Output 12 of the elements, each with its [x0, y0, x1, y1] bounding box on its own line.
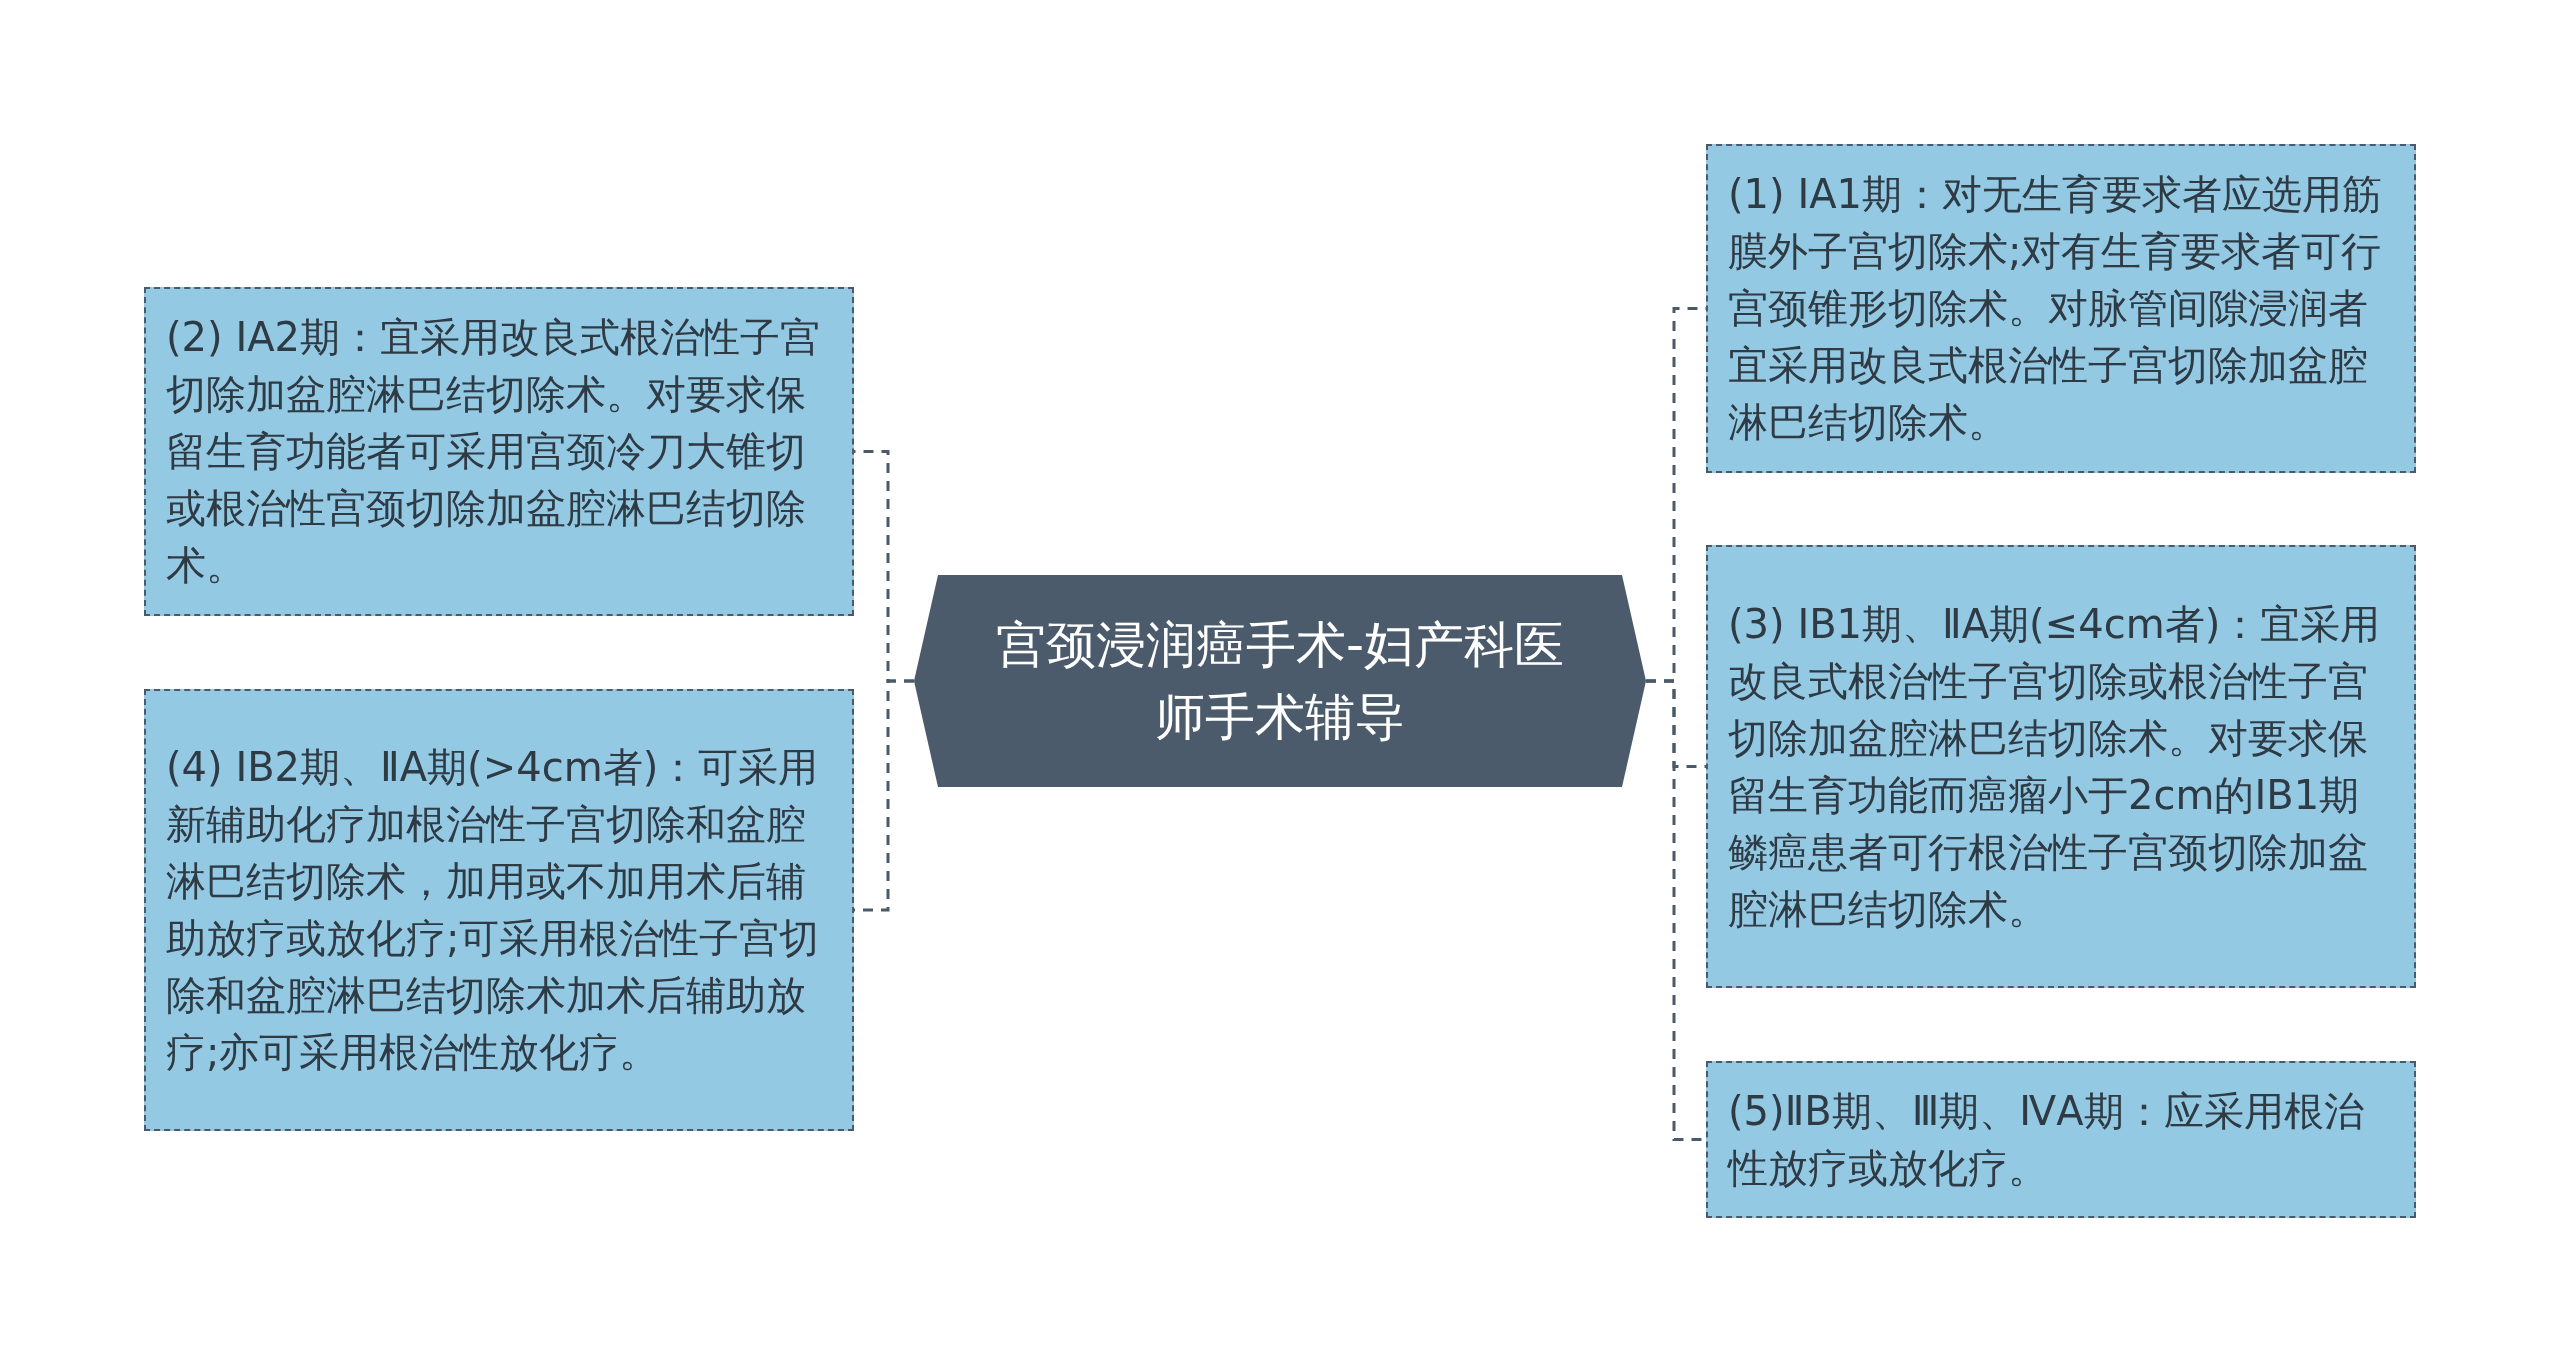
note-box	[144, 287, 854, 616]
note-box	[1706, 1061, 2416, 1218]
note-text: (5)ⅡB期、Ⅲ期、ⅣA期：应采用根治性放疗或放化疗。	[1728, 1086, 2365, 1193]
note-text: (1) ⅠA1期：对无生育要求者应选用筋膜外子宫切除术;对有生育要求者可行宫颈锥形切除术。对脉管间隙浸润者宜采用改良式根治性子宫切除加盆腔淋巴结切除术。	[1728, 170, 2383, 447]
topic-title: 宫颈浸润癌手术-妇产科医师手术辅导	[994, 615, 1565, 748]
note-text: (4) ⅠB2期、ⅡA期(>4cm者)：可采用新辅助化疗加根治性子宫切除和盆腔淋巴结切除术，加用或不加用术后辅助放疗或放化疗;可采用根治性子宫切除和盆腔淋巴结切除术加术后辅助放疗;亦可采用根治性放化疗。	[166, 743, 821, 1077]
note-box	[144, 689, 854, 1131]
topic-hexagon	[914, 575, 1646, 787]
note-text: (3) ⅠB1期、ⅡA期(≤4cm者)：宜采用改良式根治性子宫切除或根治性子宫切除加盆腔淋巴结切除术。对要求保留生育功能而癌瘤小于2cm的ⅠB1期鳞癌患者可行根治性子宫颈切除加盆腔淋巴结切除术。	[1728, 599, 2382, 934]
note-box	[1706, 144, 2416, 473]
note-box	[1706, 545, 2416, 988]
note-text: (2) ⅠA2期：宜采用改良式根治性子宫切除加盆腔淋巴结切除术。对要求保留生育功能者可采用宫颈冷刀大锥切或根治性宫颈切除加盆腔淋巴结切除术。	[166, 313, 821, 590]
